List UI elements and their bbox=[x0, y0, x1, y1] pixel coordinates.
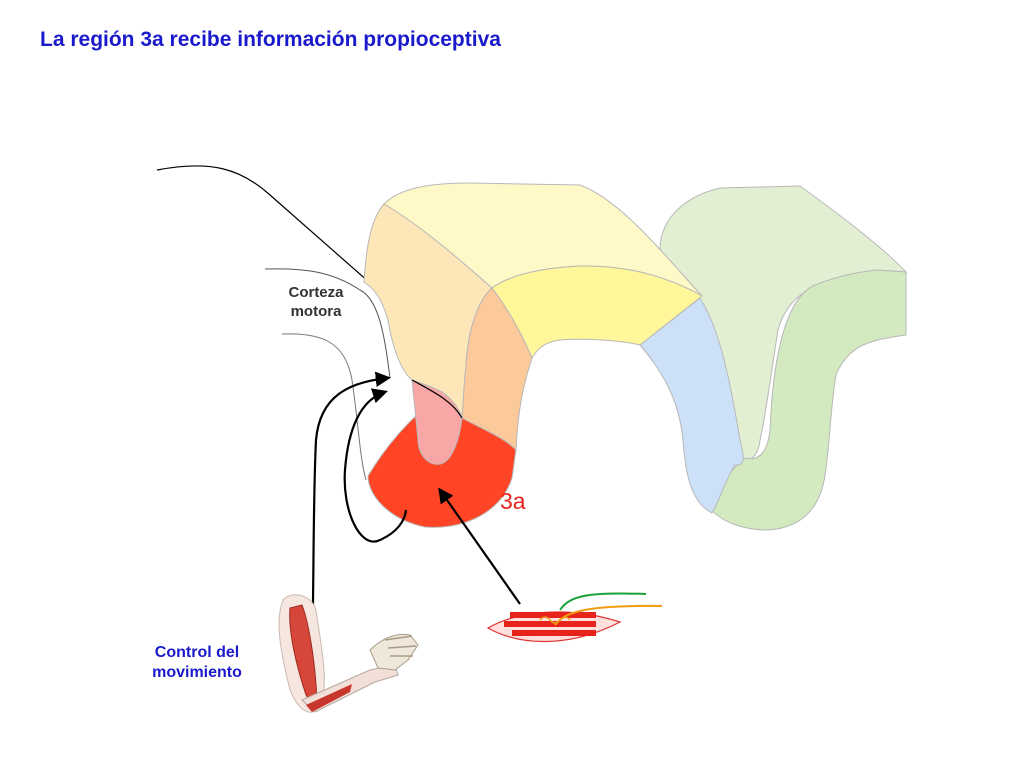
motor-cortex-label: Corteza motora bbox=[270, 283, 362, 321]
movement-control-label-line2: movimiento bbox=[152, 664, 242, 681]
arm-skeleton-muscle-icon bbox=[278, 594, 419, 713]
blue-region bbox=[639, 297, 744, 514]
cortex-middle-line bbox=[264, 268, 391, 379]
movement-control-label-line1: Control del bbox=[154, 644, 240, 661]
page-title: La región 3a recibe información propioce… bbox=[40, 28, 501, 51]
pink-fold-region bbox=[411, 379, 463, 465]
afferent-arrow bbox=[438, 487, 521, 605]
feedback-loop-arrow bbox=[343, 388, 408, 543]
motor-output-arrow bbox=[304, 371, 392, 664]
green-gyrus-dark bbox=[711, 269, 907, 531]
cortex-outer-line bbox=[156, 165, 379, 291]
movement-control-label: Control del movimiento bbox=[130, 643, 264, 683]
central-sulcus-line bbox=[411, 379, 463, 419]
area-3a-label: 3a bbox=[500, 488, 526, 514]
muscle-spindle-icon bbox=[486, 592, 663, 643]
cortex-inner-line bbox=[281, 333, 367, 481]
motor-cortex-label-line2: motora bbox=[290, 303, 342, 320]
motor-cortex-label-line1: Corteza bbox=[288, 284, 344, 301]
